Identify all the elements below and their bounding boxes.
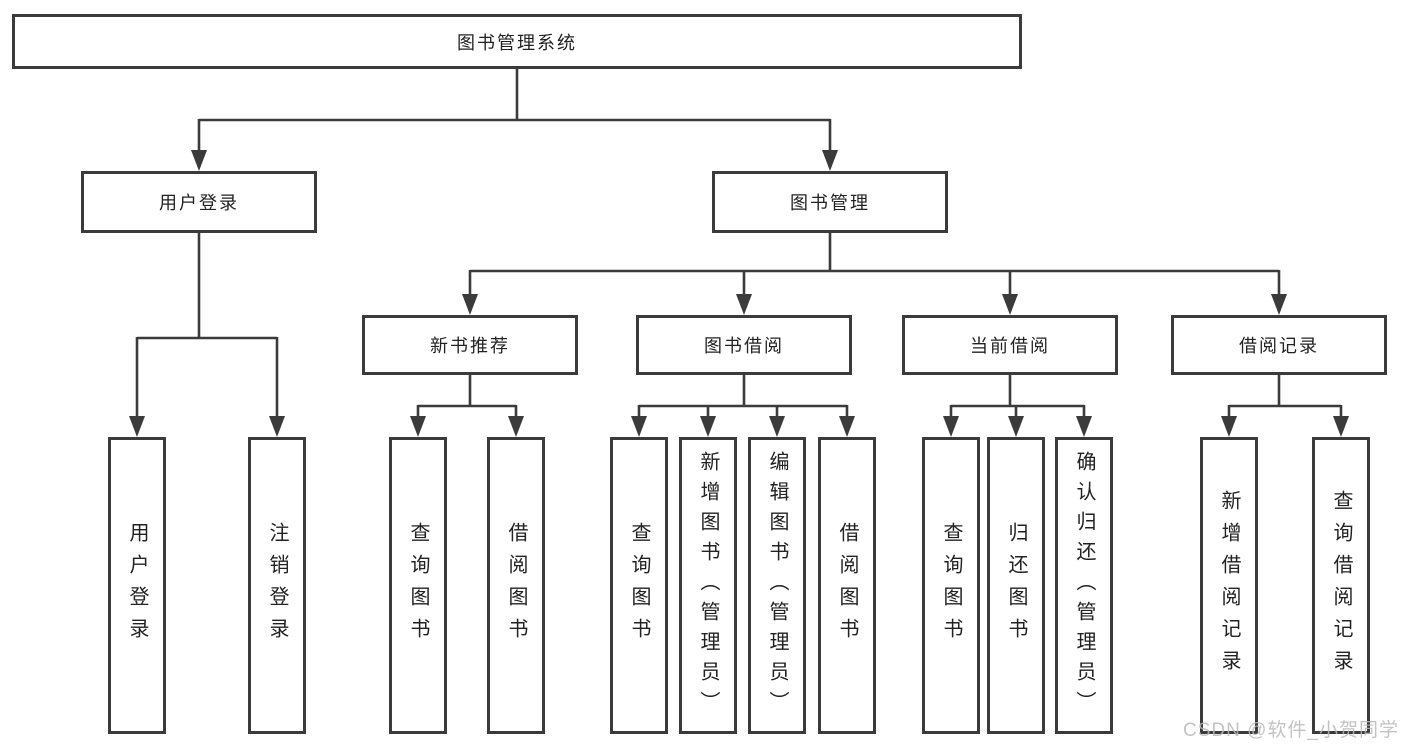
node-book-management-label: 图书管理 [790,193,870,213]
node-book-management: 图书管理 [712,171,948,233]
csdn-watermark: CSDN @软件_小贺同学 [1183,720,1399,741]
node-new-book-recommend: 新书推荐 [362,315,578,375]
leaf-borrowing-query-label: 查询图书 [628,521,650,650]
node-book-borrowing-label: 图书借阅 [704,336,784,356]
leaf-records-query: 查询借阅记录 [1312,437,1370,734]
leaf-current-query-label: 查询图书 [940,521,962,650]
node-new-book-recommend-label: 新书推荐 [430,336,510,356]
node-current-borrowing: 当前借阅 [902,315,1118,375]
leaf-borrowing-borrow: 借阅图书 [818,437,876,734]
leaf-records-add-label: 新增借阅记录 [1218,489,1240,682]
node-root: 图书管理系统 [12,14,1022,69]
node-borrowing-records-label: 借阅记录 [1239,336,1319,356]
arrowheads [129,150,1349,437]
leaf-borrowing-query: 查询图书 [610,437,668,734]
leaf-current-confirm-admin: 确认归还（管理员） [1055,437,1113,734]
node-borrowing-records: 借阅记录 [1171,315,1387,375]
leaf-records-add: 新增借阅记录 [1200,437,1258,734]
node-current-borrowing-label: 当前借阅 [970,336,1050,356]
leaf-borrowing-add-admin: 新增图书（管理员） [679,437,737,734]
node-user-login: 用户登录 [81,171,317,233]
leaf-records-query-label: 查询借阅记录 [1330,489,1352,682]
leaf-current-query: 查询图书 [922,437,980,734]
leaf-current-confirm-admin-label: 确认归还（管理员） [1073,450,1095,721]
leaf-current-return-label: 归还图书 [1005,521,1027,650]
leaf-borrowing-add-admin-label: 新增图书（管理员） [697,450,719,721]
leaf-logout-label: 注销登录 [266,521,288,650]
leaf-user-login-label: 用户登录 [126,521,148,650]
leaf-logout: 注销登录 [248,437,306,734]
leaf-current-return: 归还图书 [987,437,1045,734]
node-root-label: 图书管理系统 [457,32,577,53]
leaf-borrowing-edit-admin: 编辑图书（管理员） [748,437,806,734]
leaf-newbooks-query-label: 查询图书 [407,521,429,650]
leaf-borrowing-edit-admin-label: 编辑图书（管理员） [766,450,788,721]
leaf-newbooks-borrow: 借阅图书 [487,437,545,734]
leaf-newbooks-borrow-label: 借阅图书 [505,521,527,650]
leaf-borrowing-borrow-label: 借阅图书 [836,521,858,650]
leaf-user-login: 用户登录 [108,437,166,734]
node-book-borrowing: 图书借阅 [636,315,852,375]
leaf-newbooks-query: 查询图书 [389,437,447,734]
node-user-login-label: 用户登录 [159,193,239,213]
